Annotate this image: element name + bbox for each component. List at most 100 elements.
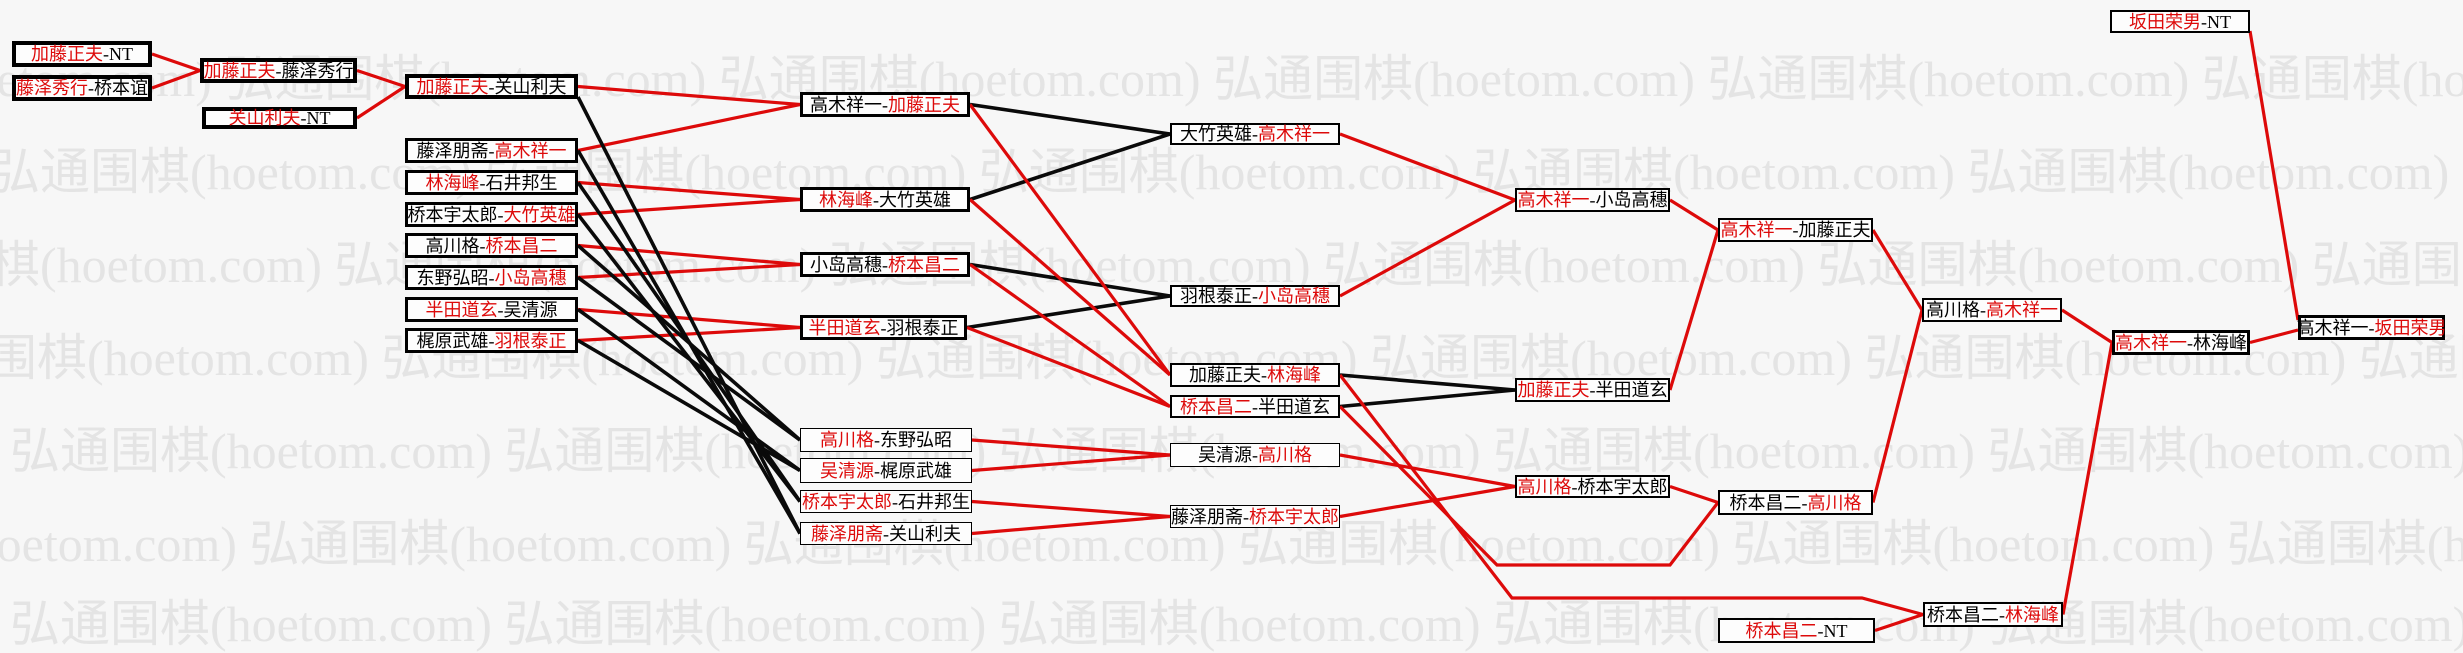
- winner-name: 桥本昌二: [1745, 620, 1818, 641]
- match-box: 坂田荣男-NT: [2110, 10, 2250, 33]
- match-box: 吴清源-高川格: [1170, 443, 1340, 467]
- match-box: 加藤正夫-NT: [12, 41, 152, 67]
- match-box: 高木祥一-加藤正夫: [800, 92, 970, 117]
- match-box: 高川格-桥本宇太郎: [1515, 475, 1670, 498]
- match-box: 藤泽朋斋-桥本宇太郎: [1170, 505, 1340, 528]
- winner-name: 高川格: [1807, 492, 1862, 513]
- match-box: 小岛高穗-桥本昌二: [800, 252, 970, 277]
- loser-path-line: [1339, 373, 1516, 392]
- player-name: -东野弘昭: [874, 430, 952, 450]
- match-box: 高川格-高木祥一: [1922, 298, 2062, 322]
- winner-name: 加藤正夫: [888, 94, 960, 115]
- match-box: 藤泽秀行-桥本谊: [12, 75, 152, 101]
- match-box: 高木祥一-小岛高穗: [1515, 188, 1670, 212]
- winner-name: 林海峰: [819, 189, 873, 210]
- winner-name: 小岛高穗: [494, 267, 567, 288]
- winner-name: 高木祥一: [2115, 332, 2187, 353]
- match-box: 半田道玄-吴清源: [405, 297, 578, 322]
- winner-path-line: [971, 514, 1171, 536]
- winner-path-line: [1668, 229, 1720, 391]
- player-name: -羽根泰正: [880, 317, 959, 338]
- player-name: -林海峰: [2187, 332, 2247, 353]
- winner-name: 大竹英雄: [503, 204, 576, 225]
- player-name: 高川格-: [1926, 300, 1986, 320]
- winner-path-line: [577, 180, 801, 202]
- loser-path-line: [969, 132, 1171, 202]
- match-box: 藤泽朋斋-高木祥一: [405, 138, 578, 163]
- winner-path-line: [1339, 453, 1516, 489]
- match-box: 关山利夫-NT: [202, 107, 357, 129]
- loser-path-line: [1339, 388, 1516, 409]
- player-name: -梶原武雄: [874, 460, 952, 481]
- winner-name: 高川格: [1258, 445, 1312, 465]
- winner-name: 桥本昌二: [485, 235, 558, 256]
- player-name: 小岛高穗-: [810, 254, 888, 275]
- winner-name: 高川格: [1517, 476, 1572, 497]
- loser-path-line: [577, 338, 801, 473]
- winner-name: 加藤正夫: [31, 44, 103, 64]
- loser-path-line: [576, 96, 802, 535]
- match-box: 林海峰-大竹英雄: [800, 187, 970, 212]
- winner-path-line: [577, 262, 801, 280]
- player-name: -桥本谊: [88, 78, 148, 98]
- player-name: -半田道玄: [1589, 380, 1668, 400]
- winner-name: 林海峰: [1267, 365, 1321, 385]
- player-name: -藤泽秀行: [275, 60, 354, 81]
- winner-path-line: [971, 453, 1171, 473]
- player-name: -桥本宇太郎: [1571, 476, 1668, 497]
- winner-name: 高木祥一: [494, 140, 567, 161]
- player-name: 吴清源-: [1198, 445, 1258, 465]
- player-name: 藤泽朋斋-: [416, 140, 495, 161]
- loser-path-line: [576, 244, 802, 442]
- match-box: 大竹英雄-高木祥一: [1170, 123, 1340, 145]
- winner-name: 桥本昌二: [1180, 396, 1252, 417]
- player-name: 高木祥一-: [2296, 317, 2375, 338]
- winner-path-line: [151, 68, 201, 90]
- winner-name: 高木祥一: [1986, 300, 2058, 320]
- winner-name: 坂田荣男: [2129, 11, 2201, 32]
- match-box: 加藤正夫-藤泽秀行: [200, 58, 357, 83]
- player-name: 东野弘昭-: [416, 267, 495, 288]
- player-name: 羽根泰正-: [1180, 286, 1258, 306]
- winner-name: 加藤正夫: [416, 76, 489, 97]
- winner-path-line: [2248, 30, 2300, 321]
- player-name: -NT: [103, 44, 133, 64]
- player-name: -NT: [1817, 620, 1848, 641]
- winner-name: 高木祥一: [1258, 124, 1330, 144]
- winner-path-line: [968, 198, 1172, 377]
- player-name: -大竹英雄: [873, 189, 951, 210]
- winner-path-line: [2061, 308, 2113, 344]
- winner-path-line: [971, 438, 1171, 457]
- loser-path-line: [969, 262, 1171, 298]
- winner-path-line: [1339, 484, 1516, 519]
- player-name: -石井邦生: [892, 491, 970, 512]
- winner-name: 高川格: [820, 430, 874, 450]
- winner-name: 坂田荣男: [2374, 317, 2447, 338]
- player-name: -石井邦生: [479, 172, 558, 193]
- winner-path-line: [2061, 342, 2114, 615]
- match-box: 梶原武雄-羽根泰正: [405, 328, 578, 353]
- player-name: -加藤正夫: [1792, 220, 1871, 240]
- winner-path-line: [1338, 405, 1720, 567]
- winner-name: 吴清源: [820, 460, 874, 481]
- winner-path-line: [966, 326, 1171, 408]
- match-box: 藤泽朋斋-关山利夫: [800, 522, 972, 545]
- match-box: 高川格-桥本昌二: [405, 233, 578, 258]
- player-name: 加藤正夫-: [1189, 365, 1267, 385]
- match-box: 桥本昌二-林海峰: [1923, 602, 2063, 627]
- winner-path-line: [1338, 374, 1924, 617]
- player-name: 高木祥一-: [810, 94, 888, 115]
- player-name: 桥本昌二-: [1927, 604, 2005, 625]
- player-name: 高川格-: [425, 235, 486, 256]
- winner-name: 半田道玄: [808, 317, 881, 338]
- winner-name: 藤泽朋斋: [811, 523, 883, 544]
- winner-path-line: [577, 243, 801, 267]
- winner-name: 高木祥一: [1517, 190, 1590, 210]
- match-box: 加藤正夫-半田道玄: [1515, 378, 1670, 402]
- match-box: 加藤正夫-林海峰: [1170, 363, 1340, 387]
- match-box: 羽根泰正-小岛高穗: [1170, 285, 1340, 307]
- winner-name: 林海峰: [425, 172, 480, 193]
- match-box: 桥本宇太郎-石井邦生: [800, 490, 972, 513]
